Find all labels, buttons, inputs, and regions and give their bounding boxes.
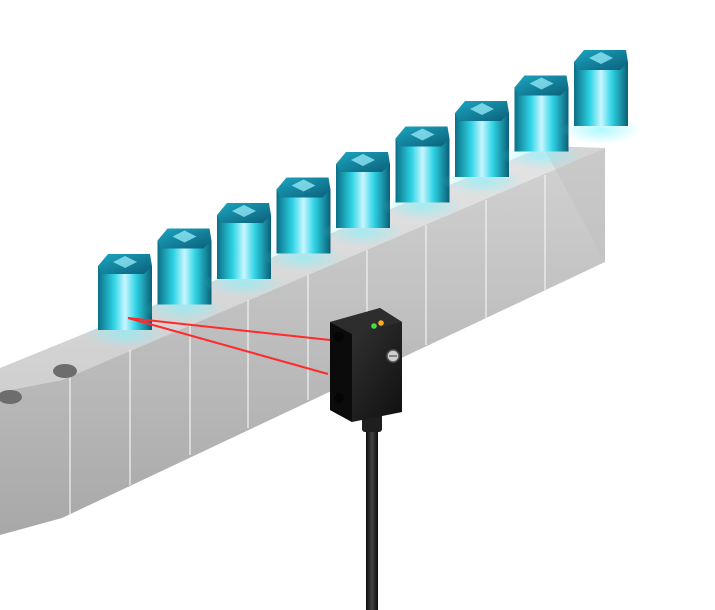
- vial: [560, 50, 642, 144]
- rail-hole: [53, 364, 77, 378]
- rail-front-face: [0, 148, 605, 535]
- vial: [501, 75, 582, 170]
- mounting-hole-icon: [334, 393, 344, 403]
- rail-seams: [69, 175, 546, 515]
- vial-body: [157, 240, 212, 305]
- rail-end-face: [545, 146, 605, 262]
- vial: [441, 101, 523, 195]
- laser-beam: [127, 317, 331, 341]
- vial-body: [514, 87, 569, 152]
- vial-body: [455, 113, 509, 177]
- indicator-green-icon: [371, 323, 377, 329]
- vial-body: [395, 138, 450, 203]
- vial-row: [84, 50, 642, 348]
- laser-beam: [127, 317, 329, 375]
- vial: [144, 228, 225, 323]
- vial: [382, 126, 463, 221]
- vial-body: [574, 62, 628, 126]
- indicator-orange-icon: [378, 320, 384, 326]
- rail-hole: [0, 390, 22, 404]
- mounting-hole-icon: [334, 332, 344, 342]
- vial-body: [336, 164, 390, 228]
- vial: [322, 152, 404, 246]
- photoelectric-sensor: [330, 308, 402, 422]
- vial: [203, 203, 285, 297]
- sensor-top-face: [330, 308, 402, 334]
- vial-body: [276, 189, 331, 254]
- laser-beams: [127, 317, 331, 375]
- vial: [263, 177, 344, 272]
- vial-body: [217, 215, 271, 279]
- sensor-cable: [366, 420, 378, 610]
